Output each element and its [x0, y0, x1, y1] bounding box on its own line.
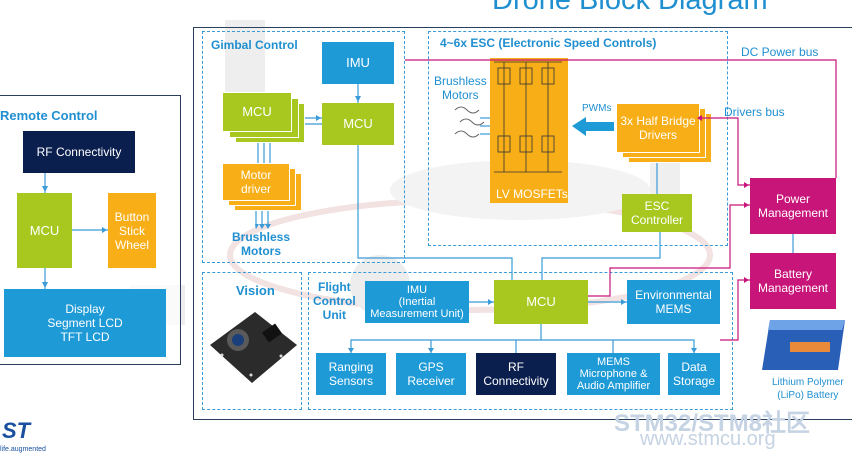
esc-controller-block: ESC Controller: [622, 194, 692, 232]
flight-mcu-block: MCU: [494, 280, 588, 324]
motor-driver-block: Motor driver: [222, 163, 290, 201]
data-storage-block: Data Storage: [668, 353, 720, 395]
vision-title: Vision: [236, 283, 275, 298]
ranging-sensors-block: Ranging Sensors: [316, 353, 386, 395]
gimbal-brushless-motors-label: Brushless Motors: [232, 230, 291, 258]
remote-control-title: Remote Control: [0, 108, 98, 123]
gimbal-control-title: Gimbal Control: [211, 38, 298, 52]
gimbal-mcu-block: MCU: [322, 103, 394, 145]
battery-management-block: Battery Management: [750, 253, 836, 309]
dc-power-bus-label: DC Power bus: [741, 45, 819, 59]
drivers-bus-label: Drivers bus: [724, 105, 785, 119]
mems-microphone-block: MEMS Microphone & Audio Amplifier: [567, 353, 660, 395]
environmental-mems-block: Environmental MEMS: [627, 280, 720, 324]
gimbal-control-section: [202, 31, 405, 263]
flight-rf-connectivity-block: RF Connectivity: [476, 353, 556, 395]
page-title: Drone Block Diagram: [492, 0, 768, 16]
flight-control-title: Flight Control Unit: [313, 280, 356, 322]
esc-brushless-motors-label: Brushless Motors: [434, 74, 487, 102]
remote-button-stick-wheel-block: Button Stick Wheel: [108, 193, 156, 268]
flight-imu-block: IMU (Inertial Measurement Unit): [365, 281, 469, 323]
vision-section: [202, 272, 302, 410]
watermark-line2: www.stmcu.org: [640, 428, 776, 450]
st-logo-tagline: life.augmented: [0, 446, 46, 453]
esc-section: [428, 31, 728, 246]
lv-mosfets-label: LV MOSFETs: [496, 187, 568, 201]
flight-control-section: [308, 272, 733, 410]
watermark-line1: STM32/STM8社区: [614, 410, 811, 437]
remote-rf-connectivity-block: RF Connectivity: [23, 131, 135, 173]
pwms-label: PWMs: [582, 103, 612, 114]
st-logo: ST: [2, 418, 31, 443]
drone-main-panel: [193, 27, 852, 420]
lipo-battery-caption: Lithium Polymer (LiPo) Battery: [772, 377, 844, 401]
remote-mcu-block: MCU: [17, 193, 72, 268]
half-bridge-drivers-block: 3x Half Bridge Drivers: [616, 103, 700, 153]
gps-receiver-block: GPS Receiver: [396, 353, 466, 395]
remote-display-block: Display Segment LCD TFT LCD: [4, 289, 166, 357]
gimbal-imu-block: IMU: [322, 42, 394, 84]
power-management-block: Power Management: [750, 178, 836, 234]
lv-mosfets-block: [490, 58, 568, 203]
gimbal-mcu-stack-block: MCU: [222, 92, 292, 132]
esc-title: 4~6x ESC (Electronic Speed Controls): [440, 36, 657, 50]
